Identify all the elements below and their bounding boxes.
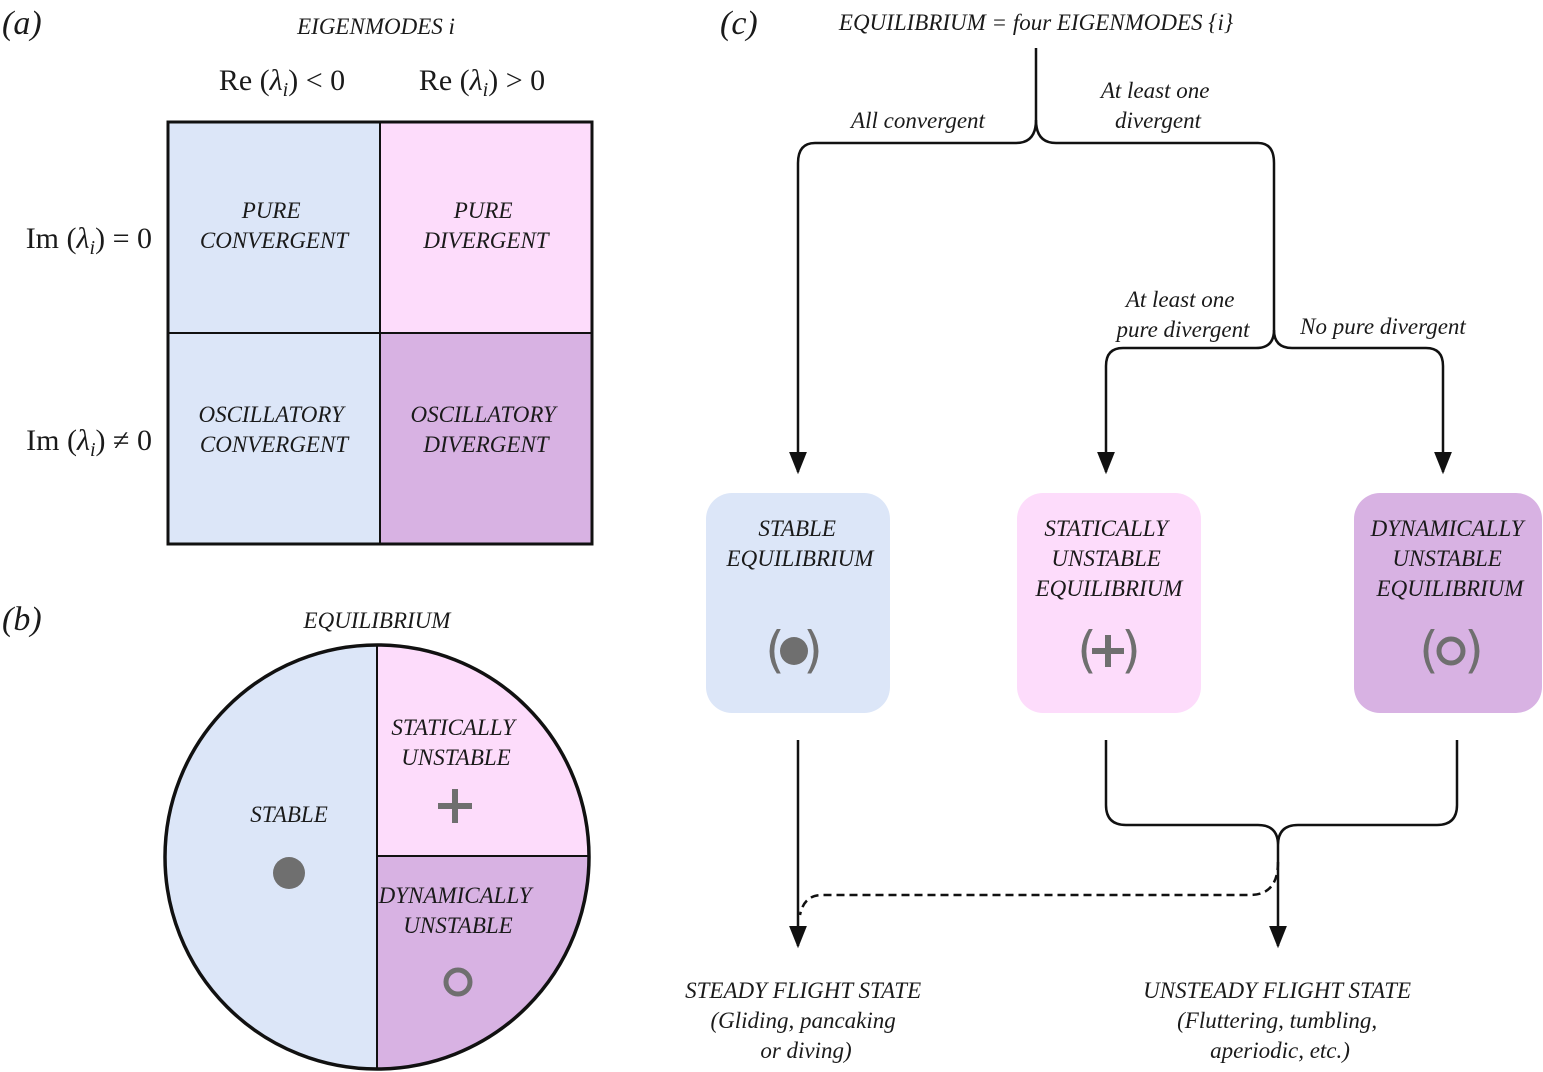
box-dynamically-unstable-equilibrium xyxy=(1354,493,1542,713)
branch-line-no-pure-divergent xyxy=(1272,329,1452,475)
panel-a: (a) EIGENMODES i Re (λi) < 0 Re (λi) > 0… xyxy=(2,5,594,546)
sector-stable-label: STABLE xyxy=(250,802,328,827)
plus-icon xyxy=(438,789,472,823)
box-dynamic-label: DYNAMICALLY UNSTABLE EQUILIBRIUM xyxy=(1370,516,1530,601)
equilibrium-title: EQUILIBRIUM xyxy=(303,608,453,633)
cell-osc-divergent-bg xyxy=(380,333,592,544)
svg-text:(: ( xyxy=(765,621,785,679)
label-no-pure-divergent: No pure divergent xyxy=(1299,314,1466,339)
panel-b-label: (b) xyxy=(2,601,42,638)
sector-statically-unstable-label: STATICALLY UNSTABLE xyxy=(391,715,520,770)
static-symbol-icon: ( ) xyxy=(1077,621,1141,679)
panel-a-label: (a) xyxy=(2,5,42,42)
dynamic-symbol-icon: ( ) xyxy=(1419,621,1484,679)
box-stable-label: STABLE EQUILIBRIUM xyxy=(726,516,876,571)
svg-text:): ) xyxy=(1464,621,1484,679)
column-header-re-negative: Re (λi) < 0 xyxy=(219,64,345,101)
dashed-transition-line xyxy=(798,861,1280,916)
sector-stable xyxy=(165,645,377,1069)
cell-pure-convergent-bg xyxy=(168,122,380,333)
cell-pure-convergent: PURE CONVERGENT xyxy=(200,198,350,253)
row-header-im-nonzero: Im (λi) ≠ 0 xyxy=(26,424,152,461)
svg-text:(: ( xyxy=(1077,621,1097,679)
flowchart-title: EQUILIBRIUM = four EIGENMODES {i} xyxy=(838,10,1233,35)
svg-text:): ) xyxy=(803,621,823,679)
box-static-label: STATICALLY UNSTABLE EQUILIBRIUM xyxy=(1035,516,1185,601)
sector-dynamically-unstable-label: DYNAMICALLY UNSTABLE xyxy=(378,883,538,938)
panel-c: (c) EQUILIBRIUM = four EIGENMODES {i} Al… xyxy=(685,5,1542,1063)
svg-text:): ) xyxy=(1121,621,1141,679)
cell-oscillatory-divergent: OSCILLATORY DIVERGENT xyxy=(410,402,561,457)
filled-dot-icon xyxy=(273,857,305,889)
column-header-re-positive: Re (λi) > 0 xyxy=(419,64,545,101)
label-at-least-one-divergent: At least one divergent xyxy=(1099,78,1215,133)
bottom-brace xyxy=(1104,740,1459,846)
ring-icon xyxy=(443,967,473,997)
cell-osc-convergent-bg xyxy=(168,333,380,544)
cell-pure-divergent: PURE DIVERGENT xyxy=(422,198,550,253)
box-statically-unstable-equilibrium xyxy=(1017,493,1201,713)
stable-symbol-icon: ( ) xyxy=(765,621,823,679)
branch-line-all-convergent xyxy=(789,48,1038,475)
box-stable-equilibrium xyxy=(706,493,890,713)
eigenmodes-title: EIGENMODES i xyxy=(296,14,455,39)
equilibrium-circle xyxy=(163,643,591,1071)
panel-c-label: (c) xyxy=(720,5,758,42)
cell-oscillatory-convergent: OSCILLATORY CONVERGENT xyxy=(198,402,350,457)
steady-flight-state: STEADY FLIGHT STATE (Gliding, pancaking … xyxy=(685,978,927,1063)
cell-pure-divergent-bg xyxy=(380,122,592,333)
label-at-least-one-pure-divergent: At least one pure divergent xyxy=(1114,287,1250,342)
panel-b: (b) EQUILIBRIUM STABLE STATICALLY UNSTAB… xyxy=(2,601,591,1071)
label-all-convergent: All convergent xyxy=(849,108,986,133)
row-header-im-zero: Im (λi) = 0 xyxy=(26,222,152,259)
unsteady-flight-state: UNSTEADY FLIGHT STATE (Fluttering, tumbl… xyxy=(1143,978,1417,1063)
svg-text:(: ( xyxy=(1419,621,1439,679)
